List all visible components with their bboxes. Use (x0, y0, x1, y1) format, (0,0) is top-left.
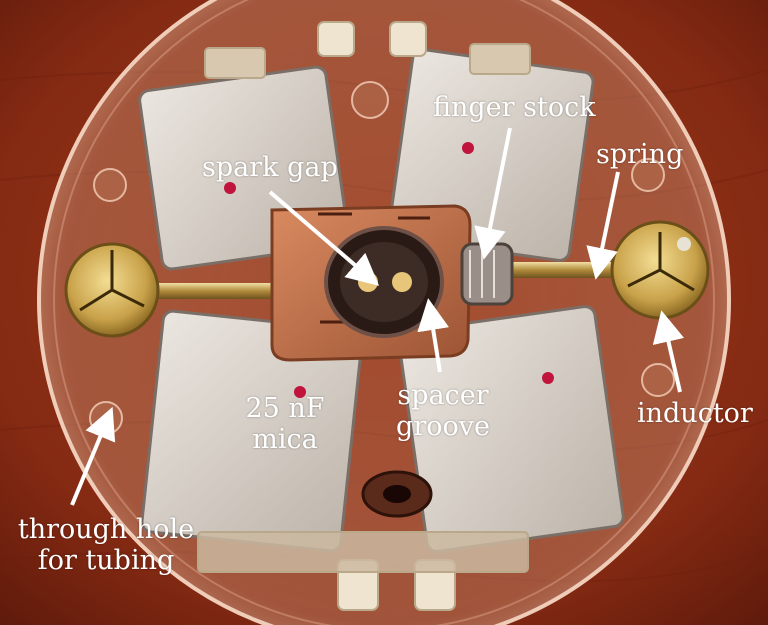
spark-electrode-right (392, 272, 412, 292)
acrylic-disc-rim (53, 0, 715, 625)
label-capacitor-line2: mica (252, 424, 318, 455)
label-capacitor-line1: 25 nF (245, 393, 325, 424)
label-through-hole: through hole for tubing (4, 514, 208, 576)
label-spark-gap: spark gap (202, 152, 338, 183)
arrow-finger-stock (474, 127, 512, 260)
brass-terminal-right (610, 220, 710, 320)
arrow-inductor (652, 310, 685, 393)
arrow-through-hole (70, 406, 116, 506)
top-plastic-screws (204, 21, 531, 79)
arrow-spacer-groove (417, 298, 449, 373)
brass-rod-right (505, 262, 625, 278)
finger-stock-contact (460, 242, 514, 306)
mica-capacitor-bottom-left (140, 309, 364, 553)
bottom-gas-fitting (361, 470, 433, 518)
annotation-arrows (70, 127, 685, 506)
brass-rod-left (150, 283, 290, 299)
arrow-spring (586, 171, 620, 280)
label-spacer-groove: spacer groove (388, 380, 498, 442)
label-spacer-groove-line1: spacer (397, 380, 489, 411)
arrow-spark-gap (268, 190, 380, 286)
spark-gap-chamber (324, 226, 444, 338)
label-inductor: inductor (637, 398, 753, 429)
bottom-plastic-screws (197, 531, 529, 611)
label-through-hole-line1: through hole (17, 514, 195, 545)
brass-terminal-left (64, 242, 160, 338)
label-finger-stock: finger stock (433, 92, 596, 123)
label-spring: spring (596, 139, 684, 170)
label-through-hole-line2: for tubing (37, 545, 175, 576)
label-spacer-groove-line2: groove (396, 411, 490, 442)
label-capacitor: 25 nF mica (236, 393, 334, 455)
